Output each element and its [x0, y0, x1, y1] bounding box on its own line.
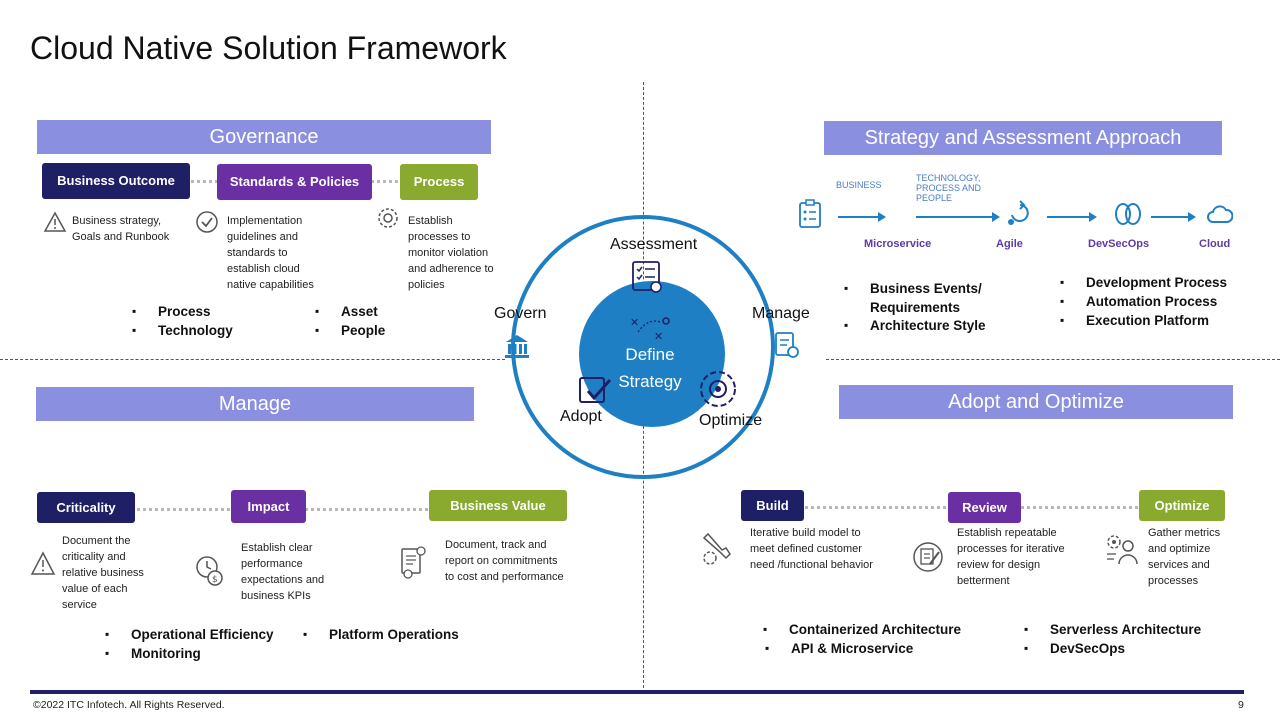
strategy-cycle-ring [511, 215, 775, 479]
footer-bar [30, 690, 1244, 694]
desc-impact: Establish clear performance expectations… [241, 542, 325, 602]
report-certificate-icon [401, 546, 426, 579]
flow-cloud: Cloud [1199, 238, 1231, 250]
bank-building-icon [505, 335, 529, 358]
define-strategy-label: Define Strategy [618, 345, 682, 391]
svg-text:$: $ [212, 575, 218, 585]
adopt-bullet-containerized: Containerized Architecture [763, 620, 961, 639]
adopt-check-icon [579, 377, 612, 403]
desc-criticality: Document the criticality and relative bu… [62, 535, 144, 611]
agile-cycle-icon [1008, 200, 1029, 225]
adopt-bullet-devsecops: DevSecOps [1024, 639, 1125, 658]
desc-process: Establish processes to monitor violation… [408, 215, 494, 291]
desc-review: Establish repeatable processes for itera… [957, 527, 1065, 587]
tag-business-value: Business Value [429, 490, 567, 521]
tag-process: Process [400, 164, 478, 200]
page-number: 9 [1238, 699, 1244, 711]
desc-business-outcome: Business strategy, Goals and Runbook [72, 215, 170, 243]
strategy-bullet-development-process: Development Process [1060, 273, 1227, 292]
flow-agile: Agile [996, 238, 1023, 250]
flow-arrow-3 [1047, 212, 1097, 222]
flow-microservice: Microservice [864, 238, 932, 250]
tag-business-outcome: Business Outcome [42, 163, 190, 199]
horizontal-divider-right [826, 359, 1280, 360]
flow-business-label: BUSINESS [836, 180, 882, 190]
cycle-assessment-label: Assessment [610, 236, 698, 253]
tag-build: Build [741, 490, 804, 521]
cycle-optimize-label: Optimize [699, 412, 763, 429]
flow-arrow-1 [838, 212, 886, 222]
document-gear-icon [775, 332, 799, 358]
tag-impact: Impact [231, 490, 306, 523]
devsecops-loop-icon [1115, 203, 1141, 225]
manage-bullet-monitoring: Monitoring [105, 644, 201, 663]
strategy-band: Strategy and Assessment Approach [824, 121, 1222, 155]
tag-standards-policies: Standards & Policies [217, 164, 372, 200]
flow-arrow-4 [1151, 212, 1196, 222]
flow-tech-label: TECHNOLOGY, PROCESS AND PEOPLE [916, 173, 982, 203]
settings-gear-icon [378, 208, 398, 228]
define-strategy-circle [579, 281, 725, 427]
footer-copyright: ©2022 ITC Infotech. All Rights Reserved. [33, 699, 225, 711]
adopt-optimize-band: Adopt and Optimize [839, 385, 1233, 419]
desc-optimize: Gather metrics and optimize services and… [1148, 527, 1221, 587]
desc-business-value: Document, track and report on commitment… [445, 539, 564, 583]
svg-text:✕: ✕ [630, 316, 639, 329]
cycle-govern-label: Govern [494, 305, 547, 322]
gov-bullet-asset: Asset [315, 302, 378, 321]
tag-criticality: Criticality [37, 492, 135, 523]
gov-bullet-technology: Technology [132, 321, 233, 340]
checklist-icon [632, 261, 662, 293]
strategy-bullet-automation-process: Automation Process [1060, 292, 1217, 311]
manage-band: Manage [36, 387, 474, 421]
svg-text:✕: ✕ [654, 330, 663, 342]
horizontal-divider-left [0, 359, 505, 360]
strategy-bullet-architecture-style: Architecture Style [844, 316, 985, 335]
adopt-bullet-api-microservice: API & Microservice [765, 639, 913, 658]
strategy-play-icon: ✕ ✕ [630, 316, 670, 342]
optimize-gears-icon [700, 371, 736, 407]
flow-devsecops: DevSecOps [1088, 238, 1150, 250]
strategy-bullet-business-events: Business Events/ Requirements [844, 279, 1000, 317]
flow-arrow-2 [916, 212, 1000, 222]
metrics-gear-person-icon [1107, 535, 1138, 565]
desc-standards-policies: Implementation guidelines and standards … [227, 215, 314, 291]
clock-money-icon: $ [196, 556, 223, 586]
strategy-bullet-execution-platform: Execution Platform [1060, 311, 1209, 330]
warning-icon [30, 551, 56, 575]
warning-icon [43, 211, 67, 232]
tag-review: Review [948, 492, 1021, 523]
manage-bullet-operational-efficiency: Operational Efficiency [105, 625, 273, 644]
manage-bullet-platform-operations: Platform Operations [303, 625, 459, 644]
adopt-bullet-serverless: Serverless Architecture [1024, 620, 1201, 639]
review-document-icon [913, 542, 943, 572]
page-title: Cloud Native Solution Framework [30, 30, 507, 66]
wrench-gear-icon [702, 532, 731, 565]
cycle-adopt-label: Adopt [560, 408, 602, 425]
gov-bullet-process: Process [132, 302, 210, 321]
cloud-icon [1207, 205, 1233, 223]
cycle-manage-label: Manage [752, 305, 810, 322]
desc-build: Iterative build model to meet defined cu… [750, 527, 873, 571]
check-circle-icon [196, 211, 218, 233]
tag-optimize: Optimize [1139, 490, 1225, 521]
governance-band: Governance [37, 120, 491, 154]
gov-bullet-people: People [315, 321, 385, 340]
clipboard-icon [799, 199, 821, 228]
